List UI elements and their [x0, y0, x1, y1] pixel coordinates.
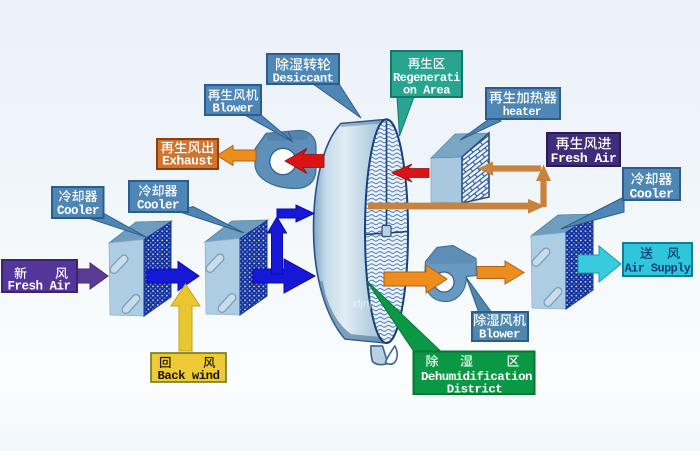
svg-text:on Area: on Area — [403, 84, 450, 98]
svg-text:Air Supply: Air Supply — [625, 262, 691, 276]
svg-text:xtjnj: xtjnj — [352, 298, 372, 310]
svg-text:Exhaust: Exhaust — [162, 154, 213, 169]
svg-text:Blower: Blower — [479, 328, 520, 342]
svg-text:Blower: Blower — [213, 102, 254, 116]
svg-text:Cooler: Cooler — [57, 204, 99, 218]
svg-text:Back wind: Back wind — [158, 369, 220, 383]
svg-text:Desiccant: Desiccant — [273, 72, 334, 86]
svg-text:District: District — [447, 382, 503, 396]
svg-text:heater: heater — [503, 106, 542, 119]
svg-text:Regenerati: Regenerati — [393, 71, 460, 85]
svg-text:Cooler: Cooler — [137, 199, 179, 213]
svg-text:Fresh Air: Fresh Air — [7, 280, 70, 294]
svg-text:Cooler: Cooler — [630, 187, 674, 202]
svg-text:Fresh Air: Fresh Air — [551, 151, 617, 166]
svg-text:Dehumidification: Dehumidification — [421, 370, 532, 384]
